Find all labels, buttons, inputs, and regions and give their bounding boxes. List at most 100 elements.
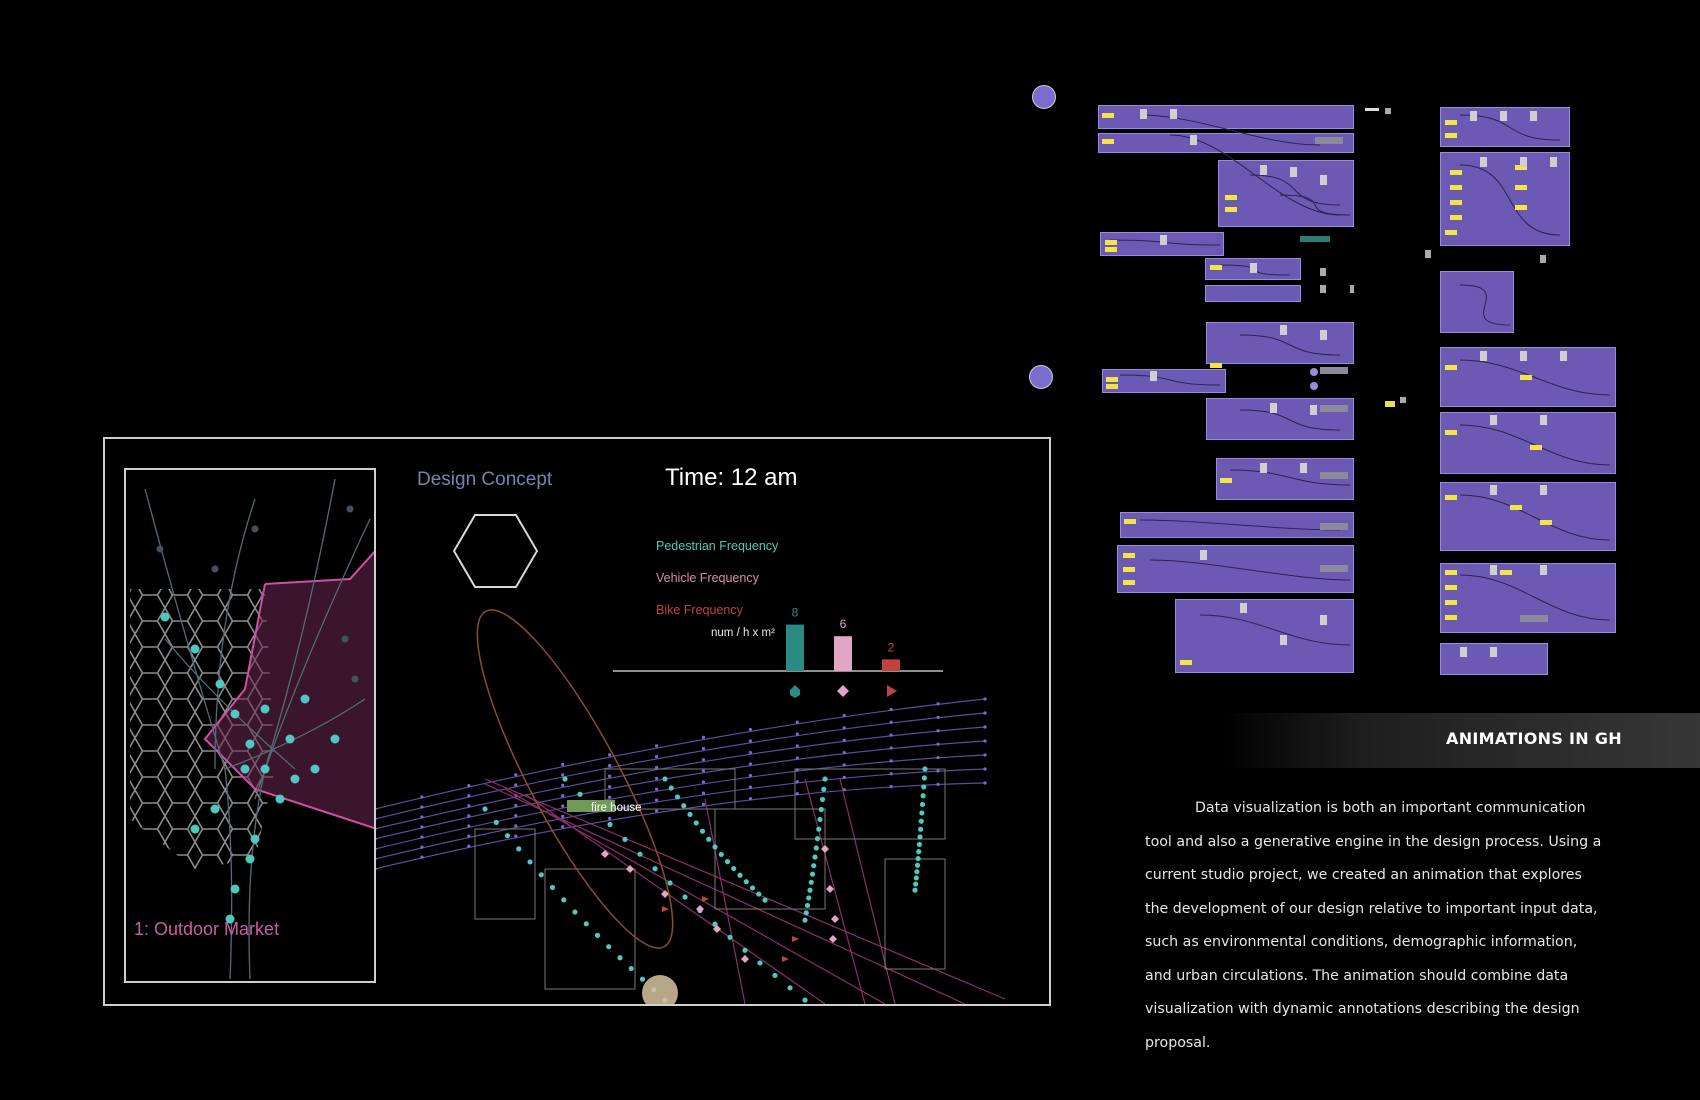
road-line (524, 793, 826, 1004)
pedestrian-dot (756, 891, 762, 897)
pedestrian-dot (809, 871, 816, 877)
circulation-arc (374, 726, 986, 830)
flow-dot (514, 773, 518, 777)
inset-path (164, 638, 296, 770)
pedestrian-dot (787, 985, 793, 991)
gh-panel (1445, 133, 1457, 138)
flow-dot (467, 783, 471, 788)
flow-dot (701, 746, 706, 751)
gh-component[interactable] (1385, 401, 1395, 407)
gh-component[interactable] (1385, 108, 1391, 114)
section-heading: ANIMATIONS IN GH (1446, 729, 1622, 748)
gh-group[interactable] (1440, 271, 1514, 333)
pedestrian-dot (639, 976, 646, 982)
gh-component[interactable] (1320, 285, 1326, 293)
bike-symbol-icon (887, 685, 897, 697)
gh-component-block (1280, 635, 1287, 645)
gh-component-block (1540, 415, 1547, 425)
gh-wire (1239, 334, 1341, 356)
gh-panel (1445, 495, 1457, 500)
pedestrian-dot (699, 828, 706, 834)
circulation-arc (374, 712, 986, 820)
gh-component[interactable] (1365, 108, 1379, 111)
flow-dot (795, 744, 799, 748)
gh-group[interactable] (1440, 412, 1616, 474)
gh-group[interactable] (1206, 398, 1354, 440)
gh-panel (1225, 195, 1237, 200)
flow-dot (467, 824, 471, 828)
building-outline (604, 768, 736, 810)
gh-group[interactable] (1117, 545, 1354, 593)
gh-component[interactable] (1540, 255, 1546, 263)
gh-group[interactable] (1440, 152, 1570, 246)
gh-group[interactable] (1440, 643, 1548, 675)
gh-panel (1445, 570, 1457, 575)
flow-dot (842, 775, 846, 779)
pedestrian-node (250, 834, 260, 844)
flow-dot (467, 844, 471, 848)
pedestrian-dot (812, 854, 818, 860)
path-node (211, 565, 219, 573)
gh-wire (1139, 519, 1341, 531)
hex-grid (130, 589, 275, 869)
gh-group[interactable] (1440, 107, 1570, 147)
flow-dot (514, 834, 518, 838)
gh-component-block (1280, 325, 1287, 335)
pedestrian-dot (667, 880, 673, 886)
vehicle-marker (696, 905, 704, 913)
gh-panel (1210, 363, 1222, 368)
pedestrian-node (310, 764, 320, 774)
legend-vehicle: Vehicle Frequency (656, 571, 760, 585)
pedestrian-dot (806, 895, 812, 901)
pedestrian-dot (504, 833, 511, 839)
pedestrian-dot (762, 897, 768, 903)
circulation-arc (374, 782, 986, 870)
sun-path (476, 609, 674, 949)
road-line (804, 778, 866, 1004)
building-outline (474, 828, 536, 920)
gh-group[interactable] (1098, 133, 1354, 153)
flow-dot (889, 772, 893, 776)
gh-component-block (1190, 135, 1197, 145)
gh-group[interactable] (1218, 160, 1354, 227)
gh-component[interactable] (1310, 368, 1318, 376)
pedestrian-dot (808, 879, 814, 885)
vehicle-marker (741, 955, 749, 963)
gh-group[interactable] (1205, 285, 1301, 302)
scene-linework (373, 697, 1006, 1004)
gh-group[interactable] (1102, 369, 1226, 393)
slider-knob[interactable] (1032, 85, 1056, 109)
gh-component[interactable] (1300, 236, 1330, 242)
gh-component[interactable] (1350, 285, 1354, 293)
pedestrian-node (260, 764, 270, 774)
flow-dot (936, 769, 940, 773)
gh-component[interactable] (1425, 250, 1431, 258)
gh-group[interactable] (1440, 482, 1616, 551)
inset-path (224, 698, 366, 770)
gh-component[interactable] (1320, 268, 1326, 276)
gh-component-block (1320, 330, 1327, 340)
gh-wire (1239, 409, 1341, 431)
gh-component[interactable] (1310, 382, 1318, 390)
frequency-chart: 862 (613, 606, 943, 698)
gh-group[interactable] (1175, 599, 1354, 673)
pedestrian-dot (682, 894, 688, 900)
pedestrian-dot (921, 775, 927, 781)
gh-component[interactable] (1400, 397, 1406, 403)
gh-panel (1105, 240, 1117, 245)
flow-dot (748, 762, 752, 766)
slider-knob[interactable] (1029, 365, 1053, 389)
flow-dot (842, 763, 846, 767)
flow-dot (420, 815, 424, 819)
gh-wire (1459, 574, 1611, 621)
flow-dot (842, 738, 846, 742)
flow-dot (654, 744, 659, 748)
gh-wire (1199, 614, 1351, 646)
pedestrian-dot (743, 879, 749, 885)
vehicle-symbol-icon (837, 685, 849, 697)
pedestrian-dot (920, 793, 926, 799)
gh-panel (1445, 365, 1457, 370)
gh-gradient (1320, 367, 1348, 374)
pedestrian-dot (772, 972, 778, 979)
pedestrian-dot (919, 810, 925, 816)
